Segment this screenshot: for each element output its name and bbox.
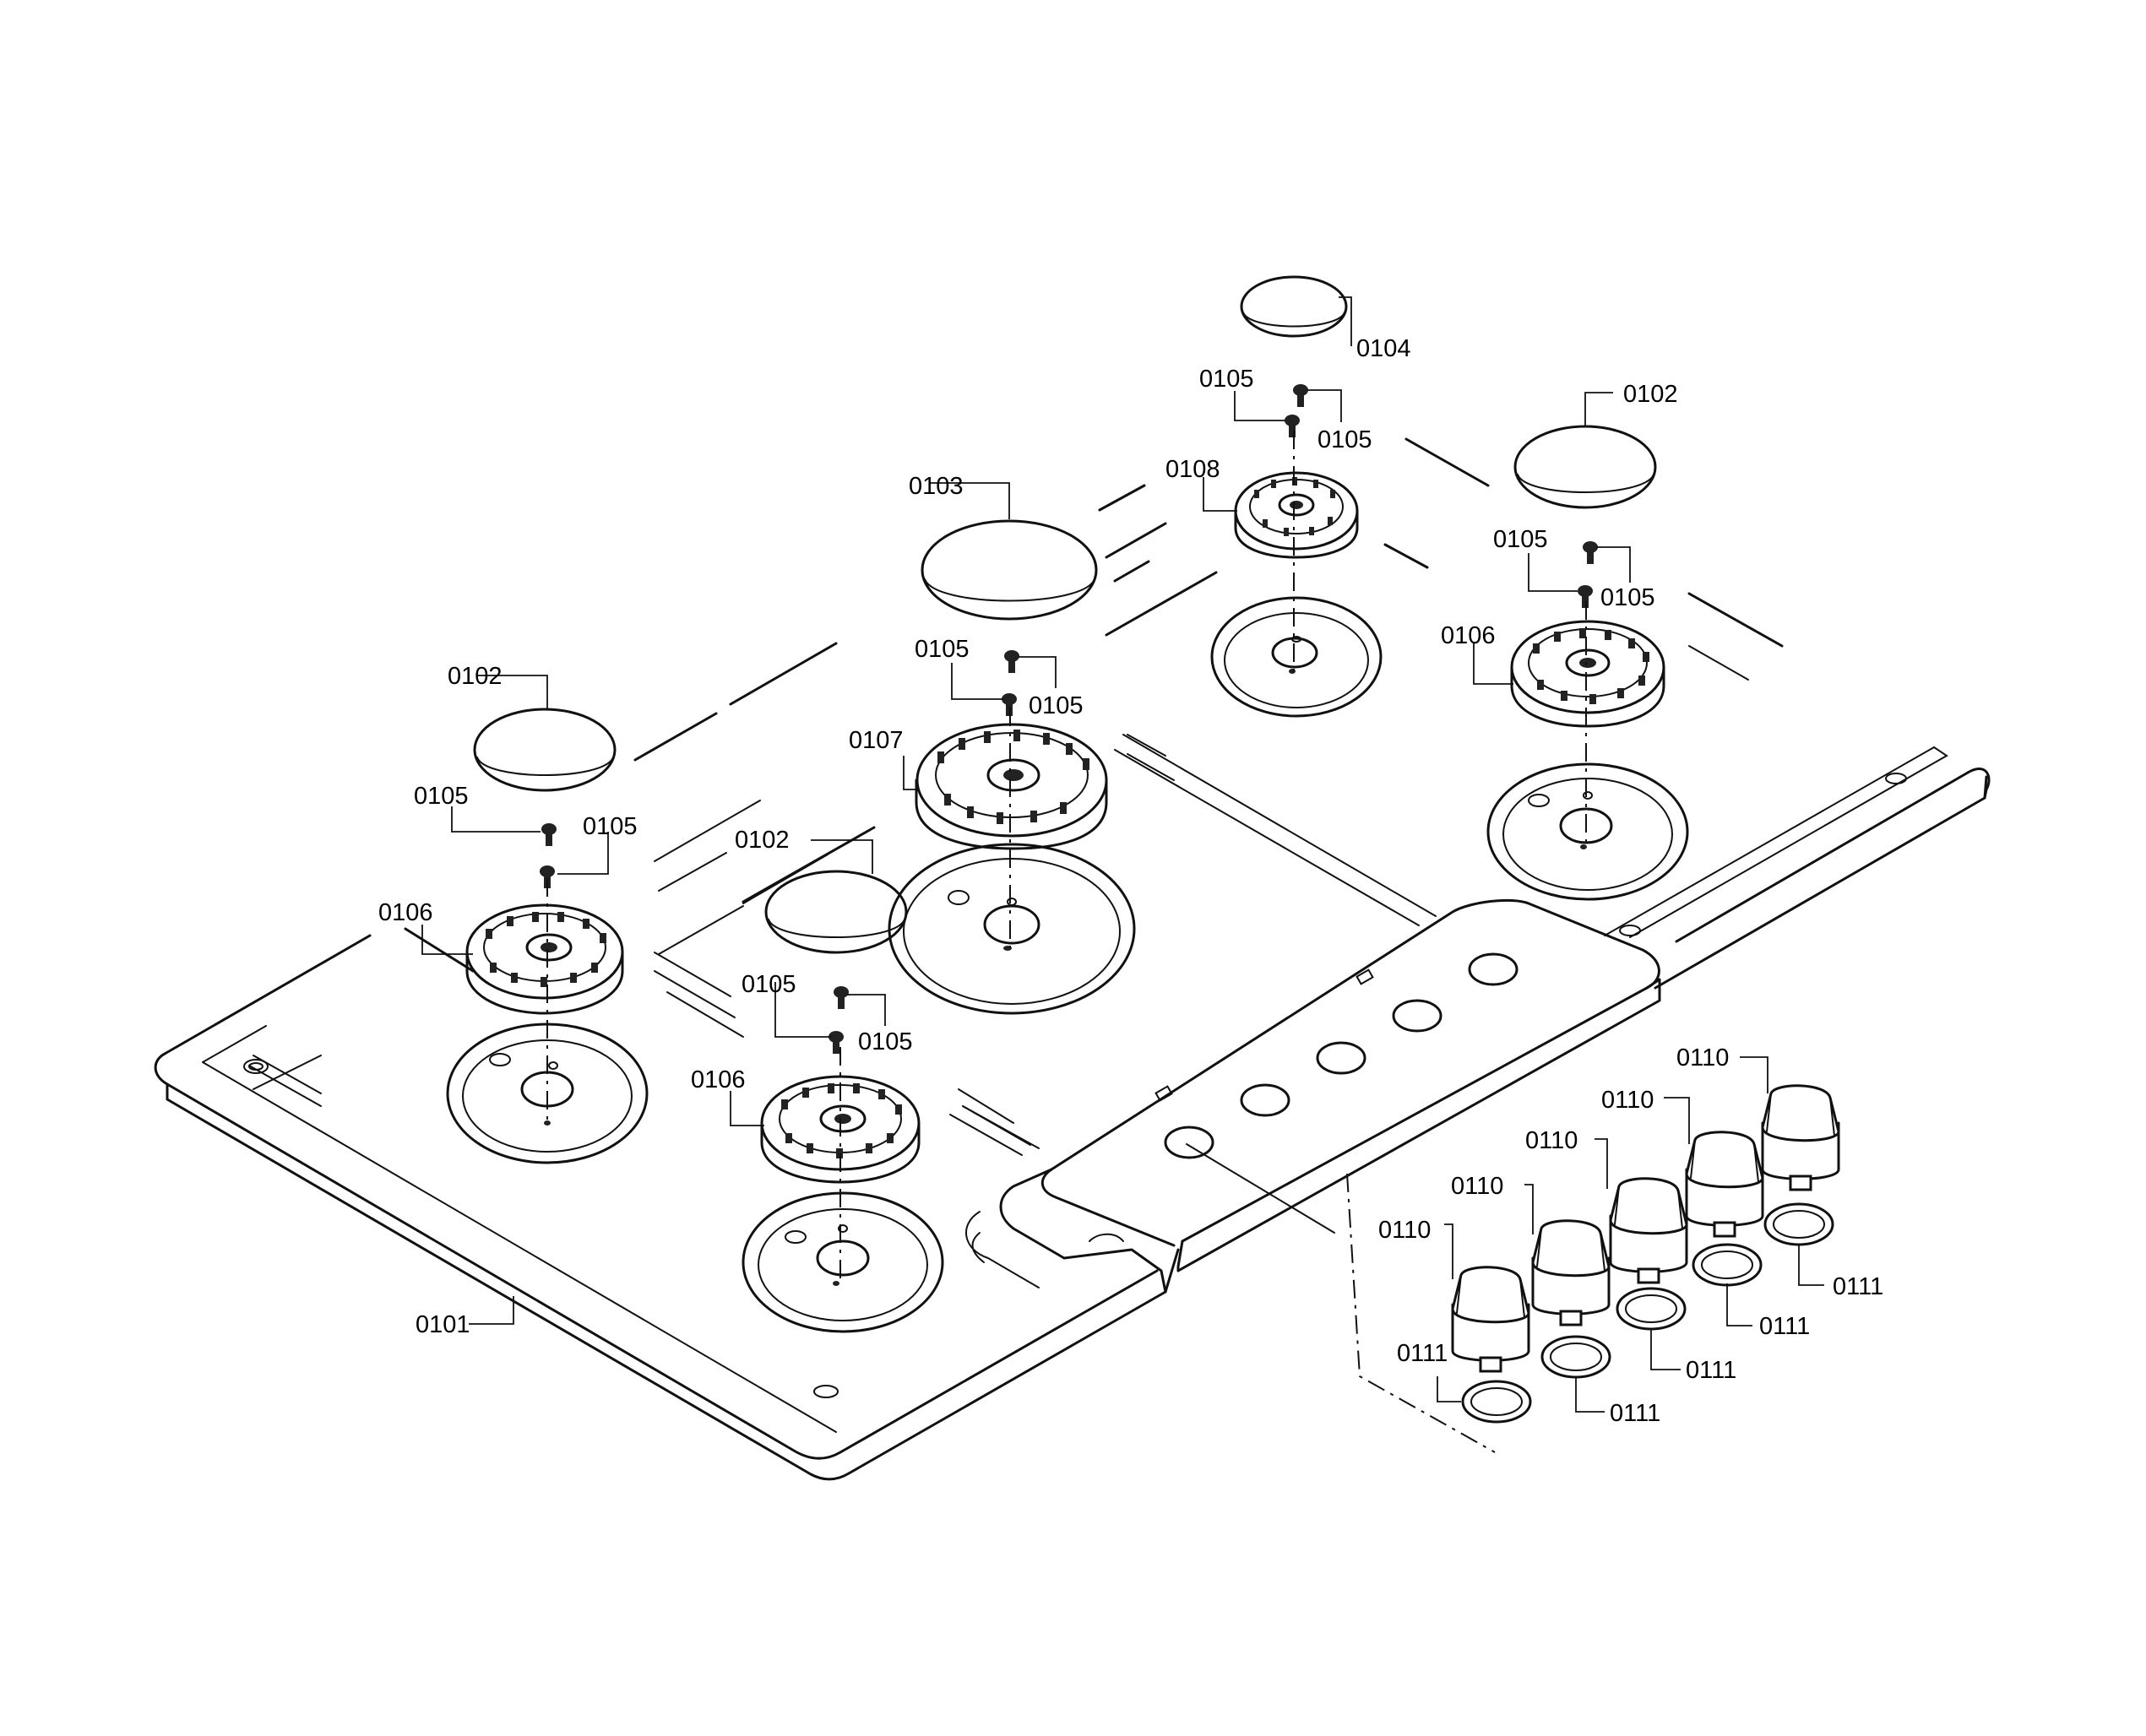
label-0105-left-b: 0105 (583, 813, 638, 840)
label-0105-front-a: 0105 (742, 971, 796, 998)
label-0106-right: 0106 (1441, 622, 1496, 649)
label-0105-back-b: 0105 (1317, 426, 1372, 453)
bezel-3 (1616, 1287, 1687, 1331)
cap-center-large (921, 519, 1098, 621)
label-0105-center-b: 0105 (1029, 692, 1084, 719)
label-0105-left-a: 0105 (414, 783, 469, 810)
knob-4 (1685, 1131, 1764, 1238)
burner-head-left (465, 903, 624, 1015)
label-0110-1: 0110 (1378, 1217, 1431, 1244)
burner-head-right (1510, 620, 1665, 728)
knob-3 (1609, 1177, 1688, 1284)
screw-right-lower (1578, 585, 1593, 608)
knob-1 (1451, 1266, 1530, 1373)
control-panel (965, 898, 1661, 1294)
label-0102-front: 0102 (735, 827, 790, 854)
cap-right (1513, 425, 1657, 509)
label-0106-front: 0106 (691, 1066, 746, 1093)
cap-front (764, 870, 908, 954)
bezel-4 (1692, 1243, 1763, 1287)
label-0105-back-a: 0105 (1199, 366, 1254, 393)
part-labels: 0101 0102 0102 0102 0103 0104 0105 0105 … (378, 335, 1883, 1427)
label-0108: 0108 (1165, 456, 1220, 483)
perspective-lines (404, 437, 1784, 1149)
screw-center-upper (1004, 650, 1019, 673)
burner-base-back (1210, 596, 1383, 718)
screws (540, 384, 1598, 1054)
label-0105-right-a: 0105 (1493, 526, 1548, 553)
label-0110-4: 0110 (1601, 1087, 1654, 1114)
label-0106-left: 0106 (378, 899, 433, 926)
cap-left (473, 708, 617, 792)
label-0102-right: 0102 (1623, 381, 1678, 408)
screw-front-lower (829, 1031, 844, 1054)
center-lines (546, 431, 1587, 1453)
knob-2 (1531, 1219, 1611, 1326)
bezel-2 (1540, 1335, 1611, 1379)
label-0104: 0104 (1356, 335, 1411, 362)
screw-back-lower (1285, 415, 1300, 437)
knob-5 (1761, 1084, 1840, 1191)
label-0111-3: 0111 (1686, 1357, 1736, 1384)
burner-head-back (1234, 471, 1359, 559)
burner-base-center (888, 843, 1136, 1015)
leader-lines (421, 296, 1824, 1413)
screw-front-upper (834, 986, 849, 1009)
label-0110-5: 0110 (1676, 1044, 1729, 1071)
label-0110-2: 0110 (1451, 1173, 1503, 1200)
label-0105-front-b: 0105 (858, 1028, 913, 1055)
label-0105-center-a: 0105 (915, 636, 970, 663)
screw-right-upper (1583, 541, 1598, 564)
screw-left-upper (541, 823, 557, 846)
burner-base-front (742, 1191, 944, 1333)
label-0111-4: 0111 (1759, 1313, 1810, 1340)
bezel-5 (1763, 1202, 1834, 1246)
label-0111-1: 0111 (1397, 1340, 1448, 1367)
burner-base-right (1486, 762, 1689, 901)
label-0102-left: 0102 (448, 663, 503, 690)
label-0107: 0107 (849, 727, 904, 754)
knobs (1451, 1084, 1840, 1373)
label-0105-right-b: 0105 (1600, 584, 1655, 611)
label-0111-5: 0111 (1833, 1273, 1883, 1300)
bezel-1 (1461, 1380, 1532, 1424)
label-0101: 0101 (416, 1311, 470, 1338)
screw-back-upper (1293, 384, 1308, 407)
label-0111-2: 0111 (1610, 1400, 1660, 1427)
label-0103: 0103 (909, 473, 964, 500)
cooktop-tray (154, 734, 1991, 1481)
burner-head-center (915, 723, 1108, 850)
cap-back-mini (1240, 275, 1348, 338)
label-0110-3: 0110 (1525, 1127, 1578, 1154)
